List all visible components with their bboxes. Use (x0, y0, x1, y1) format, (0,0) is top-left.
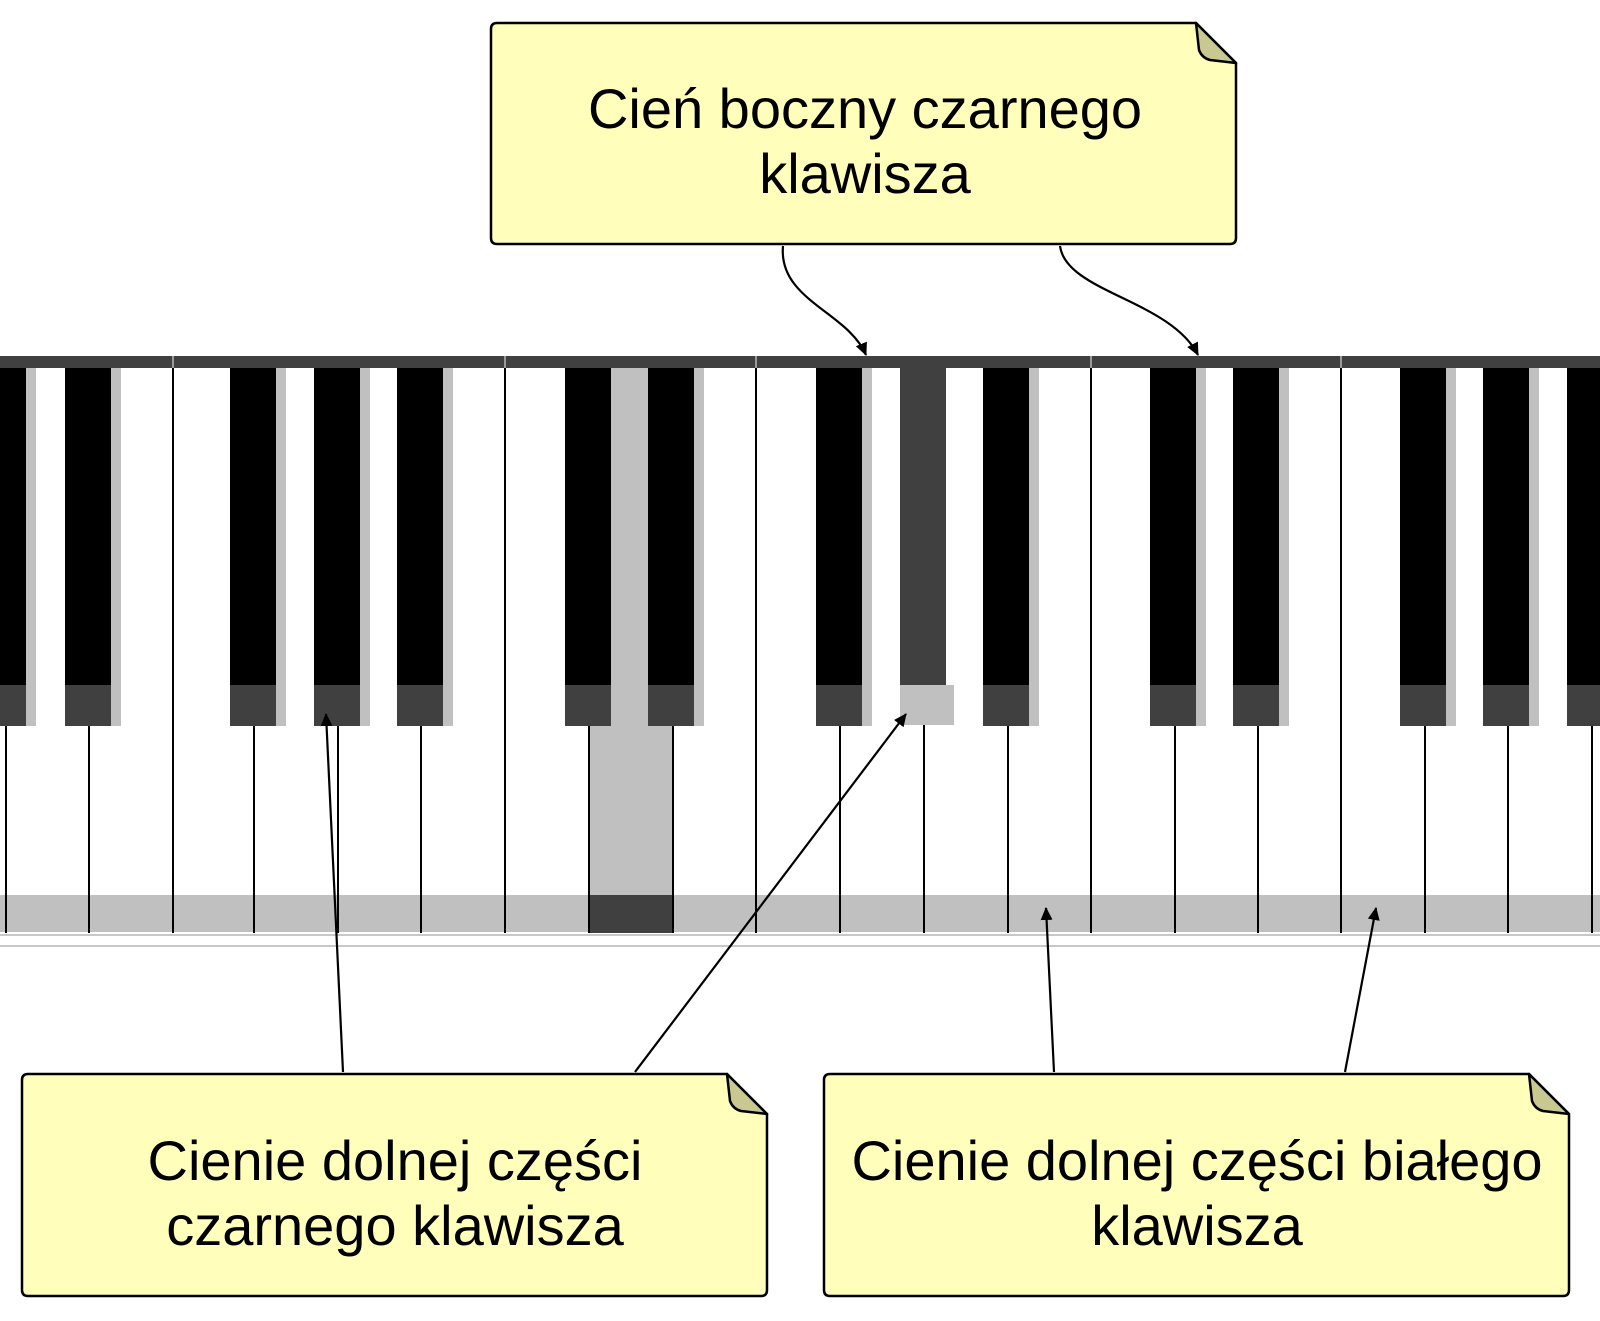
black-key (1400, 368, 1446, 685)
black-key (1567, 368, 1600, 685)
connector-side-shadow-2 (1058, 245, 1199, 356)
black-key-bottom-shadow (1400, 685, 1446, 726)
note-line-2: klawisza (1091, 1194, 1303, 1257)
black-key (565, 368, 611, 685)
black-key (397, 368, 443, 685)
black-key (0, 368, 26, 685)
black-key-bottom-shadow (565, 685, 611, 726)
connector-white-bottom-1 (1040, 907, 1056, 1073)
pressed-black-key-bottom-shadow (900, 685, 954, 725)
black-key (1150, 368, 1196, 685)
black-key (816, 368, 862, 685)
keyboard-top-bar (0, 356, 1600, 368)
piano-keyboard (0, 356, 1600, 947)
note-fold (1194, 21, 1238, 65)
black-key-side-shadow (694, 368, 704, 726)
note-side-shadow-black: Cień boczny czarnego klawisza (489, 21, 1238, 246)
connector-black-bottom-1 (320, 713, 345, 1073)
black-key-side-shadow (1279, 368, 1289, 726)
pressed-white-key-bottom-shadow (589, 895, 673, 933)
note-fold (1527, 1072, 1571, 1116)
black-key (314, 368, 360, 685)
note-fold (725, 1072, 769, 1116)
note-line-2: czarnego klawisza (166, 1194, 624, 1257)
black-key-bottom-shadow (314, 685, 360, 726)
connector-black-bottom-2 (634, 713, 907, 1073)
black-key-side-shadow (360, 368, 370, 726)
black-key-bottom-shadow (1483, 685, 1529, 726)
black-key-side-shadow (611, 368, 621, 726)
black-key-bottom-shadow (1150, 685, 1196, 726)
black-key-side-shadow (1196, 368, 1206, 726)
black-key-bottom-shadow (397, 685, 443, 726)
black-key (1483, 368, 1529, 685)
black-key-bottom-shadow (65, 685, 111, 726)
black-key-side-shadow (1446, 368, 1456, 726)
black-key-bottom-shadow (1567, 685, 1600, 726)
pressed-black-key (900, 368, 946, 685)
black-keys (0, 368, 1600, 726)
callout-connectors (320, 245, 1380, 1073)
top-bar-octave-ticks (172, 356, 1342, 368)
black-key-side-shadow (1029, 368, 1039, 726)
note-line-1: Cienie dolnej części białego (851, 1129, 1542, 1192)
black-key (648, 368, 694, 685)
note-body (822, 1072, 1571, 1298)
black-key (1233, 368, 1279, 685)
black-key-bottom-shadow (230, 685, 276, 726)
note-bottom-shadow-white: Cienie dolnej części białego klawisza (822, 1072, 1571, 1298)
note-bottom-shadow-black: Cienie dolnej części czarnego klawisza (20, 1072, 769, 1298)
black-key-side-shadow (1529, 368, 1539, 726)
black-key (983, 368, 1029, 685)
connector-white-bottom-2 (1343, 907, 1380, 1073)
black-key (230, 368, 276, 685)
black-key-bottom-shadow (0, 685, 26, 726)
black-key-bottom-shadow (816, 685, 862, 726)
black-key-side-shadow (276, 368, 286, 726)
connector-side-shadow-1 (781, 245, 868, 356)
note-body (489, 21, 1238, 246)
note-line-2: klawisza (759, 142, 971, 205)
black-key-side-shadow (111, 368, 121, 726)
note-line-1: Cienie dolnej części (148, 1129, 643, 1192)
black-key-bottom-shadow (983, 685, 1029, 726)
black-key-bottom-shadow (1233, 685, 1279, 726)
note-line-1: Cień boczny czarnego (588, 77, 1142, 140)
white-key-bottom-shadow-strip (0, 895, 1600, 932)
note-body (20, 1072, 769, 1298)
black-key-bottom-shadow (648, 685, 694, 726)
black-key-side-shadow (862, 368, 872, 726)
black-key (65, 368, 111, 685)
black-key-side-shadow (443, 368, 453, 726)
black-key-side-shadow (26, 368, 36, 726)
